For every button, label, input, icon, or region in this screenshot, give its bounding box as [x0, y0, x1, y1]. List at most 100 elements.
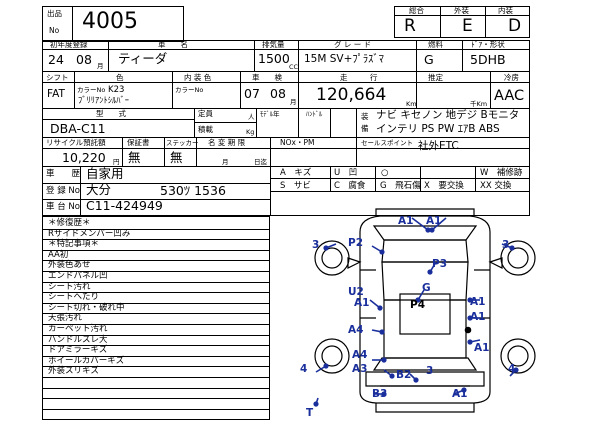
sales-point-label: セールスポイント — [361, 139, 413, 147]
remarks-rule — [42, 345, 270, 347]
remarks-rule — [42, 387, 270, 389]
legend-u: U 凹 — [334, 168, 358, 178]
remarks-line: 天張汚れ — [48, 313, 83, 324]
interior-color-label: 内 装 色 — [184, 73, 212, 82]
exterior-grade-value: E — [462, 16, 473, 36]
legend-circle: ○ — [381, 168, 389, 178]
fuel-label: 燃料 — [428, 40, 443, 49]
reg-label: 登 録 No — [46, 186, 80, 196]
kg-unit: Kg — [246, 128, 255, 136]
sales-point-value: 社外ETC — [418, 140, 459, 152]
overall-grade-label: 総合 — [409, 6, 424, 15]
mark-p4: P4 — [410, 299, 426, 311]
remarks-box — [42, 216, 270, 420]
inspection-month-unit: 月 — [290, 98, 297, 106]
mark-3-rear-left-area: 3 — [426, 365, 434, 377]
legend-a: A キズ — [280, 168, 312, 178]
first-reg-month-unit: 月 — [97, 62, 104, 70]
mark-p3: P3 — [432, 258, 448, 270]
chassis-label: 車 台 No — [46, 202, 80, 212]
inspection-label: 車 検 — [252, 73, 282, 82]
legend-x: X 要交換 — [424, 181, 464, 191]
mark-a1-right-front-door: A1 — [470, 296, 486, 308]
mark-4-rear-right-wheel: 4 — [508, 363, 516, 375]
door-label: ﾄﾞｱ・形状 — [471, 40, 505, 49]
shift-value: FAT — [47, 88, 65, 100]
lot-label-top: 出品 — [47, 9, 62, 18]
remarks-line: カーペット汚れ — [48, 324, 108, 334]
shift-label: シフト — [46, 73, 69, 82]
sticker-value: 無 — [170, 150, 183, 165]
displacement-value: 1500 — [258, 51, 290, 66]
color-no-label: カラーNo — [77, 86, 106, 94]
mark-a1-front-left: A1 — [398, 215, 414, 227]
remarks-line: ＊特記事項＊ — [48, 239, 100, 250]
mark-a1-front-right: A1 — [426, 215, 442, 227]
remarks-line: Rサイドメンバー凹み — [48, 228, 131, 239]
remarks-line: シート切れ・破れ中 — [48, 302, 125, 313]
interior-grade-value: D — [508, 16, 522, 36]
mark-b2: B2 — [396, 369, 412, 381]
meigi-day-unit: 日迄 — [254, 158, 267, 166]
mark-b3: B3 — [372, 388, 388, 400]
remarks-rule — [42, 292, 270, 294]
remarks-line: 外装色あせ — [48, 260, 91, 271]
remarks-line: ドアミラーキズ — [48, 345, 108, 356]
remarks-rule — [42, 302, 270, 304]
loading-label: 積載 — [198, 125, 213, 134]
color-no-value: K23 — [108, 85, 125, 95]
legend-xx: XX 交換 — [480, 181, 512, 191]
car-name: ティーダ — [118, 51, 168, 66]
info-table — [42, 40, 530, 216]
chassis-number: C11-424949 — [86, 198, 163, 213]
cc-unit: CC — [289, 63, 299, 71]
mark-4-rear-left-wheel: 4 — [300, 363, 308, 375]
first-reg-year: 24 — [48, 52, 64, 67]
mark-3-front-left-wheel: 3 — [312, 239, 320, 251]
estimate-label: 推定 — [428, 73, 443, 82]
remarks-rule — [42, 366, 270, 368]
remarks-rule — [42, 239, 270, 241]
color-name: ﾌﾞﾘﾘｱﾝﾄｼﾙﾊﾞｰ — [78, 96, 130, 106]
recycle-label: リサイクル預託額 — [46, 138, 106, 147]
mark-3-front-right-wheel: 3 — [502, 239, 510, 251]
remarks-rule — [42, 334, 270, 336]
recycle-value: 10,220 — [62, 150, 106, 165]
lot-number: 4005 — [82, 9, 138, 34]
reg-number: 530ﾂ 1536 — [160, 183, 226, 198]
remarks-line: ホイールカバーキズ — [48, 355, 125, 366]
inspection-month: 08 — [270, 86, 286, 101]
remarks-rule — [42, 260, 270, 262]
remarks-line: シート汚れ — [48, 281, 91, 292]
remarks-rule — [42, 398, 270, 400]
remarks-line: AA初 — [48, 249, 69, 260]
remarks-rule — [42, 377, 270, 378]
remarks-rule — [42, 324, 270, 325]
inspection-year: 07 — [244, 86, 260, 101]
history-value: 自家用 — [86, 166, 124, 181]
overall-grade-value: R — [404, 16, 416, 36]
lot-label-bottom: No — [49, 26, 60, 35]
handle-label: ﾊﾝﾄﾞﾙ — [306, 110, 323, 118]
mark-p2: P2 — [348, 237, 364, 249]
nox-label: NOx・PM — [280, 138, 315, 147]
type-value: DBA-C11 — [50, 121, 106, 136]
mileage-label: 走 行 — [340, 73, 378, 82]
legend-w: W 補修跡 — [480, 168, 523, 178]
mark-a1-right-quarter: A1 — [474, 342, 490, 354]
km-unit: Km — [406, 100, 417, 108]
remarks-rule — [42, 281, 270, 283]
mark-g: G — [422, 282, 431, 294]
color-label: 色 — [116, 73, 124, 82]
interior-color-no-label: カラーNo — [175, 86, 204, 94]
warranty-label: 保証書 — [127, 138, 150, 147]
type-label: 型 式 — [96, 109, 126, 118]
remarks-rule — [42, 271, 270, 272]
warranty-value: 無 — [128, 150, 141, 165]
exterior-grade-label: 外装 — [454, 6, 469, 15]
remarks-line: エンドパネル凹 — [48, 271, 108, 281]
mark-a1-right-rear-door: A1 — [470, 311, 486, 323]
legend-s: S サビ — [280, 181, 311, 191]
history-label: 車 歴 — [46, 169, 81, 179]
